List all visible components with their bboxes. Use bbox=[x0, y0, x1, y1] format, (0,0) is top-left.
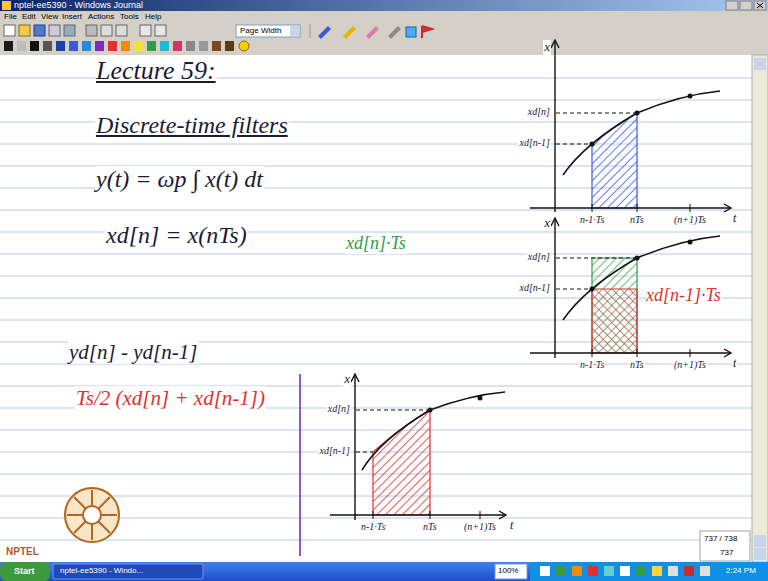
app-icon bbox=[2, 1, 11, 10]
page-counter: 737 / 738 bbox=[704, 534, 737, 543]
sample-label: xd[n-1] bbox=[518, 137, 551, 149]
zoom-value: Page Width bbox=[240, 26, 281, 35]
toolbar bbox=[0, 22, 768, 55]
tick-label: nTs bbox=[422, 521, 438, 533]
taskbar-window-label: nptel-ee5390 - Windo... bbox=[60, 566, 143, 575]
axis-label: t bbox=[732, 212, 737, 226]
area-annotation: xd[n-1]·Ts bbox=[645, 285, 722, 306]
logo-text: NPTEL bbox=[6, 546, 39, 558]
menu-item: Tools bbox=[120, 12, 139, 21]
flag-icon bbox=[422, 26, 432, 38]
integrator-equation: y(t) = ωp ∫ x(t) dt bbox=[95, 166, 264, 194]
title-bar bbox=[0, 0, 768, 11]
select-icon bbox=[388, 26, 401, 39]
page-counter-box bbox=[700, 531, 750, 561]
subject-heading: Discrete-time filters bbox=[95, 112, 289, 140]
axis-label: t bbox=[509, 519, 514, 533]
taskbar-window-button bbox=[53, 564, 203, 579]
menu-item: Edit bbox=[22, 12, 36, 21]
axis-label: x bbox=[543, 40, 551, 55]
area-annotation: xd[n]·Ts bbox=[345, 233, 407, 254]
margin-stroke bbox=[299, 374, 301, 556]
scroll-arrow bbox=[754, 58, 766, 70]
graph-green-red-area bbox=[530, 218, 731, 358]
trapezoid-expression: Ts/2 (xd[n] + xd[n-1]) bbox=[75, 386, 266, 410]
journal-page bbox=[0, 55, 752, 562]
graph-red-area bbox=[330, 374, 506, 520]
menu-item: View bbox=[41, 12, 58, 21]
tick-label: nTs bbox=[629, 214, 645, 226]
sample-label: xd[n-1] bbox=[518, 282, 551, 294]
window-title: nptel-ee5390 - Windows Journal bbox=[14, 0, 143, 10]
ruled-lines bbox=[0, 78, 752, 540]
axis-label: x bbox=[343, 372, 351, 387]
tick-label: nTs bbox=[629, 359, 645, 371]
sampling-equation: xd[n] = x(nTs) bbox=[105, 222, 248, 250]
menu-item: Actions bbox=[88, 12, 114, 21]
eraser-icon bbox=[366, 26, 379, 39]
graph-blue-area bbox=[530, 40, 731, 212]
menu-item: Insert bbox=[62, 12, 82, 21]
taskbar bbox=[0, 562, 768, 581]
pen-icon bbox=[318, 26, 331, 39]
color-palette bbox=[4, 41, 249, 51]
tick-label: n-1·Ts bbox=[579, 214, 605, 226]
nptel-logo bbox=[65, 488, 119, 542]
start-label: Start bbox=[14, 566, 35, 576]
start-button bbox=[0, 562, 50, 581]
sample-label: xd[n] bbox=[327, 403, 351, 415]
lecture-title: Lecture 59: bbox=[95, 56, 217, 86]
tick-label: (n+1)Ts bbox=[463, 521, 497, 533]
tick-label: (n+1)Ts bbox=[673, 359, 707, 371]
scroll-arrow bbox=[754, 535, 766, 547]
toolbar-icons bbox=[4, 24, 432, 39]
sample-label: xd[n-1] bbox=[318, 445, 351, 457]
page-number: 737 bbox=[720, 548, 733, 557]
window-buttons bbox=[726, 1, 766, 10]
axis-label: t bbox=[732, 357, 737, 371]
scrollbar bbox=[752, 55, 768, 562]
highlighter-icon bbox=[343, 26, 356, 39]
tick-label: n-1·Ts bbox=[579, 359, 605, 371]
sample-label: xd[n] bbox=[527, 251, 551, 263]
menu-item: Help bbox=[145, 12, 161, 21]
scroll-arrow bbox=[754, 548, 766, 560]
system-tray bbox=[530, 562, 768, 581]
tick-label: (n+1)Ts bbox=[673, 214, 707, 226]
zoom-dropdown bbox=[236, 25, 300, 37]
difference-expression: yd[n] - yd[n-1] bbox=[68, 340, 198, 364]
tray-icons bbox=[540, 566, 710, 576]
menu-bar bbox=[0, 11, 768, 22]
axis-label: x bbox=[543, 216, 551, 231]
tick-label: n-1·Ts bbox=[360, 521, 386, 533]
zoom-percent: 100% bbox=[498, 566, 518, 575]
sample-label: xd[n] bbox=[527, 106, 551, 118]
zoom-indicator bbox=[495, 564, 527, 579]
clock: 2:24 PM bbox=[726, 566, 756, 575]
menu-item: File bbox=[4, 12, 17, 21]
